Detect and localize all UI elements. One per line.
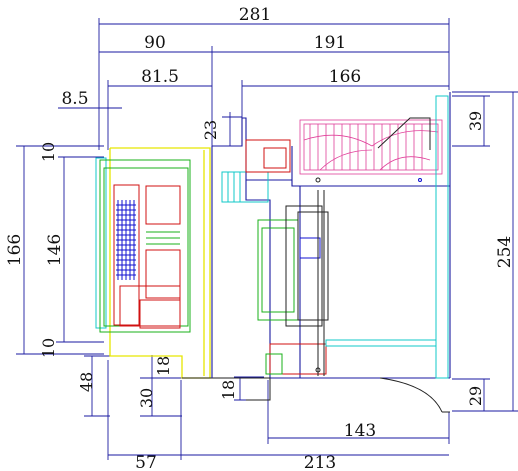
dim-57: 57 bbox=[135, 453, 157, 471]
dim-39: 39 bbox=[466, 111, 485, 131]
center-assembly bbox=[221, 139, 329, 376]
dim-143: 143 bbox=[344, 421, 376, 441]
dim-90: 90 bbox=[144, 33, 166, 53]
dim-166-left: 166 bbox=[5, 234, 25, 266]
dim-146: 146 bbox=[45, 234, 65, 266]
dimension-lines bbox=[16, 18, 518, 460]
dim-23: 23 bbox=[201, 120, 220, 140]
dim-30: 30 bbox=[137, 388, 156, 408]
dim-8-5: 8.5 bbox=[61, 89, 88, 109]
dim-48: 48 bbox=[77, 372, 96, 392]
dim-18-left: 18 bbox=[154, 356, 173, 376]
right-fan-unit bbox=[299, 95, 449, 379]
dim-254: 254 bbox=[495, 236, 515, 268]
dim-10-top: 10 bbox=[39, 142, 58, 162]
dimension-labels: 281 90 191 81.5 166 8.5 23 39 10 166 146… bbox=[5, 5, 515, 471]
dim-81-5: 81.5 bbox=[141, 67, 179, 87]
dim-10-bottom: 10 bbox=[39, 338, 58, 358]
left-equipment-rack bbox=[95, 157, 191, 333]
dim-191: 191 bbox=[314, 33, 346, 53]
dim-166-top: 166 bbox=[329, 67, 361, 87]
dim-18-mid: 18 bbox=[219, 380, 238, 400]
dim-213: 213 bbox=[304, 453, 336, 471]
dim-29: 29 bbox=[466, 386, 485, 406]
dim-281: 281 bbox=[239, 5, 271, 25]
